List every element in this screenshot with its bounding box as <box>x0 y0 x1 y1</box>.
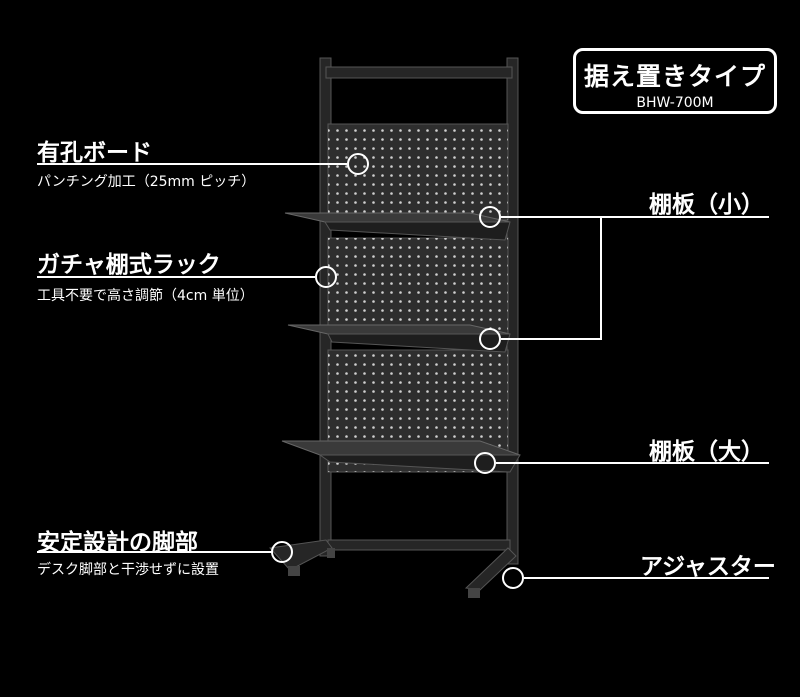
legs-subtitle: デスク脚部と干渉せずに設置 <box>37 562 219 578</box>
adjuster-leader-line <box>524 577 769 579</box>
badge-model: BHW-700M <box>636 95 714 111</box>
badge-title: 据え置きタイプ <box>583 62 766 91</box>
shelf-small-marker-middle <box>479 328 501 350</box>
adjuster-title: アジャスター <box>640 554 776 580</box>
pegboard-middle-holes <box>328 238 508 334</box>
rear-adjuster <box>327 548 335 558</box>
shelf-large-leader-line <box>496 462 769 464</box>
shelf-small-middle-front <box>327 333 511 353</box>
shelf-small-leader-line-lower <box>501 338 602 340</box>
shelf-small-top <box>284 212 511 223</box>
shelf-small-title: 棚板（小） <box>649 192 764 218</box>
top-crossbar <box>325 66 513 79</box>
shelf-small-middle <box>287 324 511 335</box>
pegboard-subtitle: パンチング加工（25mm ピッチ） <box>37 174 256 190</box>
rack-subtitle: 工具不要で高さ調節（4cm 単位） <box>37 288 254 304</box>
shelf-small-marker-top <box>479 206 501 228</box>
product-type-badge: 据え置きタイプ BHW-700M <box>573 48 777 114</box>
shelf-large-marker <box>474 452 496 474</box>
shelf-small-top-front <box>324 221 511 241</box>
right-upright <box>506 57 519 565</box>
shelf-large-front <box>318 454 521 473</box>
rack-title: ガチャ棚式ラック <box>37 252 221 278</box>
left-adjuster <box>288 566 300 576</box>
shelf-large-title: 棚板（大） <box>649 439 764 465</box>
pegboard-title: 有孔ボード <box>37 140 152 166</box>
rack-marker <box>315 266 337 288</box>
pegboard-marker <box>347 153 369 175</box>
rack-leader-line <box>37 276 315 278</box>
shelf-small-leader-line <box>501 216 769 218</box>
shelf-small-bracket <box>600 216 602 339</box>
right-adjuster <box>468 588 480 598</box>
pegboard-leader-line <box>37 163 347 165</box>
legs-marker <box>271 541 293 563</box>
legs-leader-line <box>37 551 272 553</box>
base-bar <box>327 539 511 551</box>
adjuster-marker <box>502 567 524 589</box>
